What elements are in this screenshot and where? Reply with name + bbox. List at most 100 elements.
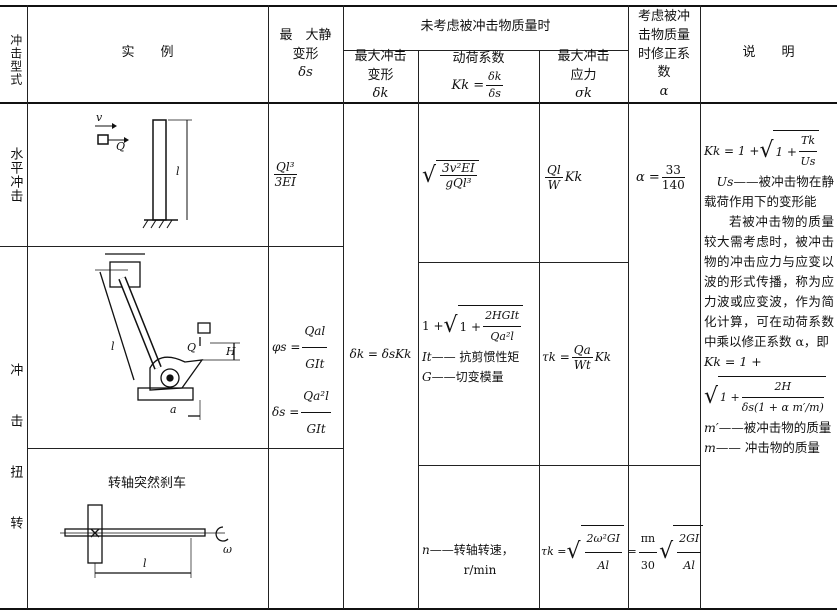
label-l: l: [176, 165, 180, 178]
col-rule: [700, 5, 701, 609]
group-header-rule: [343, 50, 628, 51]
den: δs(1 + α m′/m): [741, 401, 824, 414]
den: Us: [800, 155, 816, 168]
torsion-shaft-diagram: [95, 253, 240, 420]
note: ——转轴转速，: [429, 543, 514, 557]
dyn-brake: n——转轴转速， r/min: [422, 540, 538, 580]
den: GIt: [306, 422, 326, 436]
num: 2HGIt: [483, 306, 522, 327]
den: GIt: [305, 357, 325, 371]
cantilever-diagram: [95, 119, 192, 229]
sym: m′: [704, 420, 719, 435]
col-rule: [268, 5, 269, 609]
label-v: v: [96, 111, 103, 124]
num: Tk: [798, 131, 817, 152]
label-omega: ω: [223, 543, 232, 556]
header-static-symbol: δs: [298, 65, 313, 81]
suffix: Kk: [594, 350, 612, 364]
num: Ql³: [274, 160, 297, 175]
header-stress: 最大冲击应力 σk: [539, 48, 628, 102]
prefix: 1 +: [422, 319, 444, 333]
text: ——被冲击物在静载荷作用下的变形能: [704, 174, 834, 209]
label-Q: Q: [116, 140, 126, 153]
row2-rule-left: [27, 448, 343, 449]
num: 2H: [741, 377, 824, 398]
sym: n: [422, 543, 430, 557]
header-alpha-label: 考虑被冲击物质量时修正系数: [637, 8, 690, 81]
lhs: Kk = 1 +: [704, 144, 760, 158]
row-type-torsion: 冲击扭转: [7, 363, 23, 567]
row-type-horizontal: 水平冲击: [7, 147, 23, 203]
num: 3v²EI: [440, 161, 477, 176]
den: 30: [640, 558, 655, 572]
sym: m: [704, 440, 716, 455]
inner: 1 +: [775, 144, 797, 159]
label-Q: Q: [187, 341, 197, 354]
header-dyn-label: 动荷系数: [452, 51, 505, 67]
dyn-lhs: Kk =: [451, 77, 485, 93]
lhs: φs =: [272, 340, 301, 354]
den: Al: [597, 559, 609, 572]
lhs: τk =: [542, 350, 570, 364]
brake-shaft-diagram: [60, 504, 229, 578]
num: 33: [661, 163, 685, 178]
num: Qa²l: [301, 380, 331, 413]
den: 3EI: [274, 175, 296, 189]
header-group: 未考虑被冲击物质量时: [420, 19, 551, 35]
den: 140: [661, 178, 685, 192]
header-static: 最 大静变形 δs: [268, 10, 343, 100]
header-alpha: 考虑被冲击物质量时修正系数 α: [628, 8, 700, 100]
text: —— 冲击物的质量: [715, 440, 820, 455]
num: Qal: [302, 315, 328, 348]
label-l: l: [143, 557, 147, 570]
lhs: τk =: [541, 545, 567, 558]
paragraph: 若被冲击物的质量较大需考虑时，被冲击物的冲击应力与应变以波的形式传播，称为应力波…: [704, 214, 834, 349]
num: Ql: [545, 163, 563, 178]
lhs: δs =: [272, 405, 300, 419]
header-stress-label: 最大冲击应力: [557, 48, 610, 83]
header-type: 冲击型式: [8, 34, 23, 86]
table-bottom-rule: [0, 608, 837, 610]
sym: G: [422, 370, 432, 384]
header-stress-symbol: σk: [575, 86, 592, 102]
row1-rule-mid: [418, 262, 628, 263]
row2-rule-mid: [418, 465, 700, 466]
header-alpha-symbol: α: [659, 84, 669, 100]
header-static-label: 最 大静变形: [279, 27, 332, 62]
num: 2ω²GI: [584, 526, 623, 553]
den: gQl³: [445, 176, 472, 190]
col-rule: [27, 5, 28, 609]
label-l: l: [111, 340, 115, 353]
suffix: Kk: [564, 170, 583, 185]
col-rule: [418, 50, 419, 609]
den: Wt: [573, 358, 591, 372]
inner: 1 +: [459, 319, 482, 334]
col-rule: [343, 5, 344, 609]
header-max-def-label: 最大冲击变形: [354, 48, 407, 83]
header-max-def-symbol: δk: [372, 86, 389, 102]
col-rule: [628, 5, 629, 609]
lhs: =: [627, 545, 637, 558]
label-a: a: [170, 403, 177, 416]
f2-lhs: Kk = 1 +: [704, 354, 762, 369]
text: ——被冲击物的质量: [718, 420, 832, 435]
unit: r/min: [463, 563, 497, 577]
max-deformation: δk = δsKk: [349, 347, 412, 362]
den: Al: [683, 559, 695, 572]
num: Qa: [571, 343, 593, 358]
label-H: H: [226, 345, 236, 358]
den: W: [547, 178, 561, 192]
header-max-def: 最大冲击变形 δk: [343, 48, 418, 102]
table-top-rule: [0, 5, 837, 7]
